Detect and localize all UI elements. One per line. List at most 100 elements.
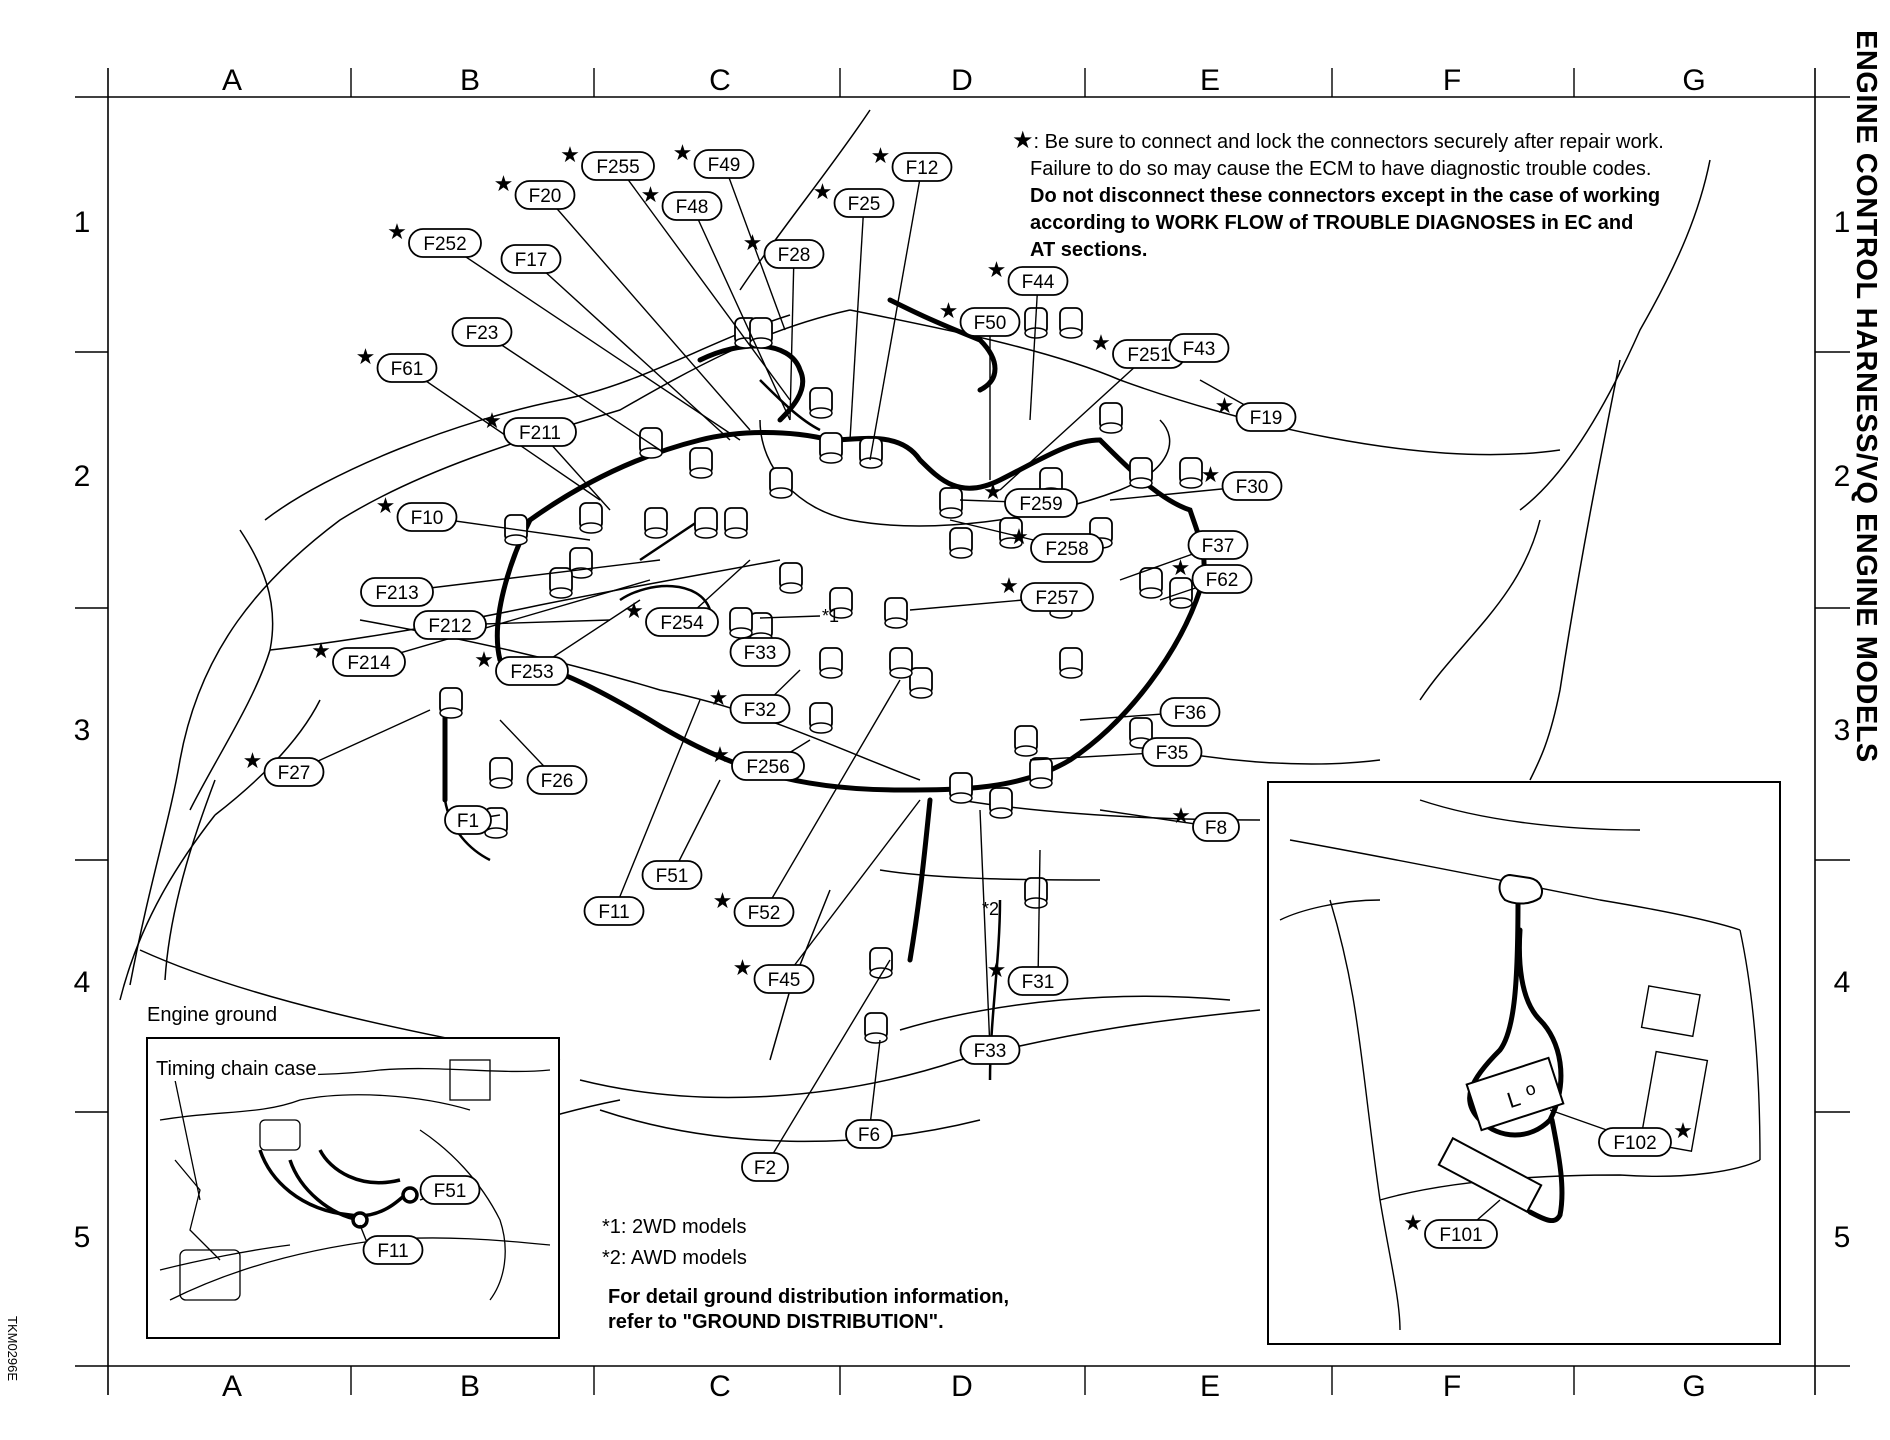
connector-f28: F28★ [743,230,825,269]
footnote-1: *1: 2WD models [602,1216,747,1238]
connector-label: F257 [1035,588,1078,609]
column-label-G: G [1682,1370,1705,1403]
connector-label: F211 [519,423,561,444]
star-icon: ★ [987,257,1007,282]
connector-label: F253 [510,662,553,683]
connector-f253: F253 ★ [474,647,569,686]
star-icon: ★ [387,219,407,244]
connector-f33: F33 [729,637,791,667]
star-icon: ★ [1673,1118,1693,1143]
connector-label: F255 [596,157,639,178]
connector-label: F30 [1236,477,1269,498]
connector-label: F52 [748,903,781,924]
star-icon: ★ [311,638,331,663]
star-icon: ★ [1171,803,1191,828]
star-icon: ★ [1201,462,1221,487]
star-icon: ★ [813,179,833,204]
column-label-A: A [222,1370,242,1403]
star-icon: ★ [1171,555,1191,580]
star-icon: ★ [871,143,891,168]
connector-label: F32 [744,700,777,721]
connector-f35: F35 [1141,737,1203,767]
star-icon: ★ [376,493,396,518]
note-line-1: : Be sure to connect and lock the connec… [1033,131,1664,153]
row-label-3: 3 [74,714,91,747]
note-line-4: according to WORK FLOW of TROUBLE DIAGNO… [1030,212,1634,234]
connector-label: F45 [768,970,801,991]
connector-f213: F213 [360,577,434,607]
row-label-3: 3 [1834,714,1851,747]
footnote-marker-2: *2 [982,899,999,919]
column-label-F: F [1443,1370,1461,1403]
connector-f12: F12★ [871,143,953,182]
row-label-1: 1 [74,206,91,239]
connector-f62: F62 ★ [1171,555,1253,594]
connector-f45: F45★ [733,955,815,994]
connector-f101: F101★ [1403,1210,1498,1249]
star-icon: ★ [474,647,494,672]
connector-f251: F251★ [1091,330,1186,369]
connector-f211: F211★ [482,408,577,447]
row-label-1: 1 [1834,206,1851,239]
connector-label: F10 [411,508,444,529]
star-icon: ★ [1215,393,1235,418]
star-icon: ★ [1009,524,1029,549]
connector-f23: F23 [451,317,513,347]
connector-f17: F17 [500,244,562,274]
connector-label: F36 [1174,703,1207,724]
connector-f50: F50★ [939,298,1021,337]
connector-f257: F257★ [999,573,1094,612]
star-icon: ★ [641,182,661,207]
connector-f52: F52 ★ [713,888,795,927]
connector-f49: F49★ [673,140,755,179]
timing-chain-label: Timing chain case [154,1058,319,1081]
connector-f43: F43 [1168,333,1230,363]
connector-f44: F44★ [987,257,1069,296]
connector-f31: F31★ [987,957,1069,996]
column-label-D: D [951,1370,973,1403]
grid-frame [75,68,1850,1395]
connector-f1: F1 [444,805,492,835]
connector-label: F17 [515,250,548,271]
row-label-2: 2 [74,460,91,493]
note-line-5: AT sections. [1030,239,1148,261]
connector-f61: F61★ [356,344,438,383]
connector-label: F61 [391,359,424,380]
connector-f212: F212 [413,610,487,640]
connector-label: F256 [746,757,789,778]
star-icon: ★ [983,479,1003,504]
connector-label: F259 [1019,494,1062,515]
column-label-E: E [1200,1370,1220,1403]
connector-label: F214 [347,653,391,674]
connector-f32: F32★ [709,685,791,724]
row-label-4: 4 [1834,966,1851,999]
connector-f20: F20★ [494,171,576,210]
connector-f11: F11 [362,1235,424,1265]
connector-f25: F25 ★ [813,179,895,218]
connector-label: F48 [676,197,709,218]
connector-label: F62 [1206,570,1239,591]
connector-label: F37 [1202,536,1235,557]
connector-f256: F256 ★ [710,742,805,781]
connector-f254: F254★ [624,598,719,637]
connector-f26: F26 [526,765,588,795]
star-icon: ★ [710,742,730,767]
connector-f48: F48 ★ [641,182,723,221]
connector-label: F25 [848,194,881,215]
connector-label: F19 [1250,408,1283,429]
star-icon: ★ [987,957,1007,982]
star-icon: ★ [243,748,263,773]
connector-label: F251 [1127,345,1170,366]
page-title: ENGINE CONTROL HARNESS/VQ ENGINE MODELS [1848,30,1888,830]
connector-f33: F33 [959,1035,1021,1065]
connector-f102: F102★ [1598,1118,1693,1157]
engine-ground-inset [146,1037,560,1339]
star-icon: ★ [1012,127,1034,154]
connector-f258: F258★ [1009,524,1104,563]
star-icon: ★ [713,888,733,913]
connector-label: F23 [466,323,499,344]
column-label-F: F [1443,64,1461,97]
row-label-5: 5 [74,1221,91,1254]
connector-f2: F2 [741,1152,789,1182]
